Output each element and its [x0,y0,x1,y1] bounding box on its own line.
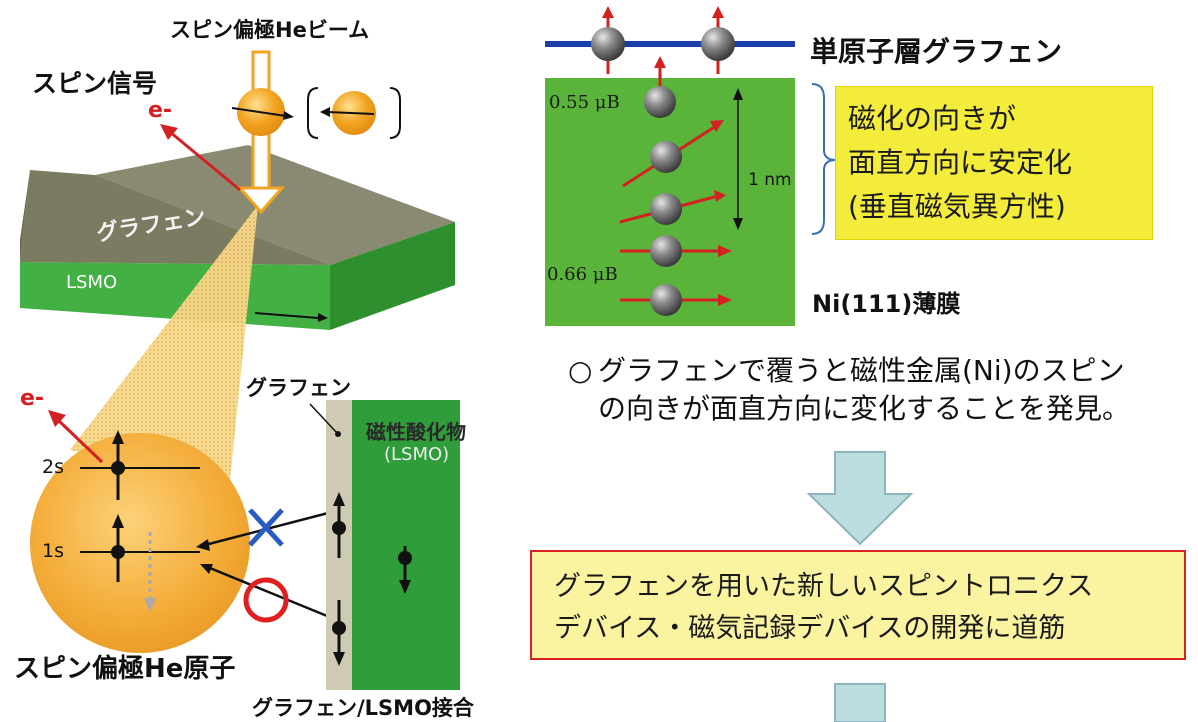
down-arrow-icon [806,451,914,546]
down-arrow-icon [834,683,886,722]
lsmo-slab-side [330,222,455,330]
result-box: グラフェンを用いた新しいスピントロニクス デバイス・磁気記録デバイスの開発に道筋 [530,550,1186,660]
lsmo-slab-front [20,262,330,330]
thickness-label: 1 nm [748,170,792,190]
finding-line: グラフェンで覆うと磁性金属(Ni)のスピン [598,354,1125,387]
lsmo-slab-label: LSMO [66,272,118,293]
level-2s-label: 2s [42,456,64,478]
anisotropy-line: 磁化の向きが [848,102,1017,135]
junction-caption: グラフェン/LSMO接合 [252,696,474,720]
anisotropy-box: 磁化の向きが 面直方向に安定化 (垂直磁気異方性) [835,86,1153,240]
graphene-layer-label: 単原子層グラフェン [810,35,1063,68]
graphene-slab-top [95,145,455,265]
ni-film-diagram [545,6,837,326]
moment-bottom-label: 0.66 μB [547,264,618,285]
oxide-sub-label: (LSMO) [384,444,450,465]
forbidden-x-icon [248,508,284,547]
moment-top-label: 0.55 μB [549,92,620,113]
anisotropy-line: (垂直磁気異方性) [848,190,1066,223]
bullet-circle-icon: ○ [568,354,593,387]
result-line: デバイス・磁気記録デバイスの開発に道筋 [554,613,1066,644]
junction-graphene-label: グラフェン [246,376,351,400]
lsmo-block [352,400,460,690]
magnify-cone [70,205,258,480]
finding-line: の向きが面直方向に変化することを発見。 [598,392,1131,425]
spin-signal-label: スピン信号 [32,69,158,98]
level-1s-label: 1s [42,540,64,562]
electron-label: e- [20,386,45,411]
finding-text: ○グラフェンで覆うと磁性金属(Ni)のスピン の向きが面直方向に変化することを発… [568,352,1130,428]
he-atom-circle [30,433,250,653]
anisotropy-line: 面直方向に安定化 [848,146,1073,179]
left-diagram [20,50,460,690]
result-line: グラフェンを用いた新しいスピントロニクス [554,571,1094,602]
beam-label: スピン偏極Heビーム [170,18,370,42]
allowed-o-icon [243,577,289,623]
atom-label: スピン偏極He原子 [14,654,236,684]
ni-film-label: Ni(111)薄膜 [812,290,961,318]
oxide-label: 磁性酸化物 [366,420,466,444]
electron-label: e- [148,98,173,123]
